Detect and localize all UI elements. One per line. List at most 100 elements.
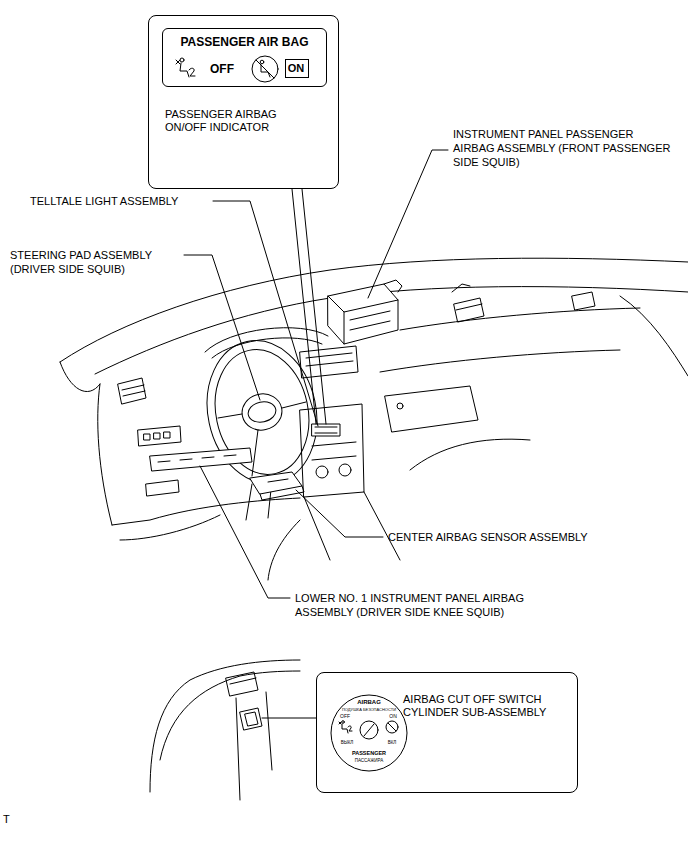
indicator-icon xyxy=(261,65,270,77)
center-stack xyxy=(312,442,356,460)
leader-line xyxy=(213,201,318,426)
node-text: ON xyxy=(384,713,402,719)
center-sensor xyxy=(250,472,304,500)
steering-wheel xyxy=(239,390,286,434)
seat-outline xyxy=(120,515,220,540)
dashboard-outline xyxy=(60,258,688,362)
steering-wheel xyxy=(194,330,330,493)
passenger-airbag-module xyxy=(328,284,398,344)
steering-wheel xyxy=(218,402,306,476)
glove-box xyxy=(385,386,478,432)
node-text: ПАССАЖИРА xyxy=(330,758,408,764)
leader-line xyxy=(296,490,383,537)
node-title: AIRBAG CUT OFF SWITCH CYLINDER SUB-ASSEM… xyxy=(403,693,571,719)
dashboard-detail xyxy=(240,708,262,730)
switch-face-icon xyxy=(342,721,345,724)
center-sensor xyxy=(260,486,304,500)
node-title: PASSENGER AIR BAG xyxy=(163,36,326,49)
switch-face: AIRBAGПОДУШКА БЕЗОПАСНОСТИOFF ON ВЫКЛ ВКЛ PA… xyxy=(330,694,408,772)
air-vent xyxy=(456,304,482,310)
leader-line xyxy=(184,255,260,400)
seat-outline xyxy=(410,439,530,470)
seat-outline xyxy=(268,520,300,580)
node-text: ПОДУШКА БЕЗОПАСНОСТИ xyxy=(330,707,408,712)
switch-face-icon xyxy=(348,726,352,731)
node-text: OFF xyxy=(210,63,242,76)
switch-face-icon xyxy=(388,723,396,731)
air-vent xyxy=(306,353,353,366)
node-text: ВЫКЛ xyxy=(336,740,358,746)
part-name: CENTER AIRBAG SENSOR ASSEMBLY xyxy=(388,530,628,544)
node-text: PASSENGER xyxy=(330,750,408,757)
part-name: LOWER NO. 1 INSTRUMENT PANEL AIRBAG ASSE… xyxy=(295,591,561,619)
indicator-icon xyxy=(180,58,184,62)
switch-face-icon xyxy=(364,724,374,736)
passenger-airbag-module xyxy=(328,280,402,344)
callout-box: PASSENGER AIRBAG ON/OFF INDICATOR PASSENG… xyxy=(148,15,339,189)
switch-outline xyxy=(331,695,407,771)
passenger-airbag-module xyxy=(328,296,398,344)
air-vent xyxy=(118,378,146,404)
indicator-icon xyxy=(180,63,189,77)
node-title: PASSENGER AIRBAG ON/OFF INDICATOR xyxy=(165,108,315,134)
center-stack xyxy=(315,427,337,433)
switch-panel xyxy=(138,426,181,446)
air-vent xyxy=(454,298,484,322)
glove-box xyxy=(385,386,478,432)
center-sensor xyxy=(268,479,288,482)
leader-line xyxy=(292,189,316,424)
leader-line xyxy=(184,150,448,718)
part-name: INSTRUMENT PANEL PASSENGER AIRBAG ASSEMB… xyxy=(453,127,671,169)
callout-box: AIRBAG CUT OFF SWITCH CYLINDER SUB-ASSEM… xyxy=(316,672,578,793)
indicator-icon xyxy=(189,68,195,76)
figure-code: T xyxy=(3,812,23,826)
dashboard-outline xyxy=(380,350,620,372)
switch-panel xyxy=(146,480,179,496)
switch-panel xyxy=(144,432,170,440)
indicator-icon xyxy=(176,60,180,64)
dashboard-outline xyxy=(60,258,688,525)
dashboard-detail xyxy=(150,660,300,792)
dashboard-detail xyxy=(230,678,256,684)
air-vent xyxy=(122,385,145,396)
air-vent xyxy=(118,284,595,404)
air-vent xyxy=(452,284,470,292)
center-stack xyxy=(312,424,340,436)
leader-line xyxy=(200,466,290,598)
center-stack xyxy=(304,492,400,560)
node-text: OFF xyxy=(336,713,354,719)
dashboard-detail xyxy=(150,660,300,800)
switch-face-icon xyxy=(386,721,398,733)
node-title: ON xyxy=(286,62,306,75)
part-name: STEERING PAD ASSEMBLY (DRIVER SIDE SQUIB… xyxy=(10,248,180,276)
center-stack xyxy=(300,404,364,497)
dashboard-detail xyxy=(245,712,258,726)
passenger-airbag-module xyxy=(350,311,390,330)
leader-line xyxy=(302,189,326,424)
dashboard-detail xyxy=(160,671,300,760)
dashboard-outline xyxy=(60,362,100,392)
node-text: ВКЛ xyxy=(381,740,403,746)
indicator-panel: PASSENGER AIR BAG OFF ON xyxy=(162,28,327,87)
center-sensor xyxy=(250,472,302,494)
part-name: TELLTALE LIGHT ASSEMBLY xyxy=(30,194,212,208)
seat-outline xyxy=(120,439,530,580)
node-title: AIRBAG xyxy=(330,699,408,706)
switch-face-icon xyxy=(360,721,378,739)
center-stack xyxy=(339,464,351,476)
leader-line xyxy=(368,150,448,298)
indicator-icon xyxy=(256,60,274,78)
indicator-icon xyxy=(252,56,278,82)
indicator-lamp: ON xyxy=(285,59,309,78)
dashboard-detail xyxy=(226,672,258,696)
dashboard-outline xyxy=(98,384,112,525)
leader-line xyxy=(262,718,316,719)
passenger-airbag-module xyxy=(384,280,402,292)
dashboard-outline xyxy=(212,338,322,358)
switch-face-icon xyxy=(342,724,348,733)
switch-face-icon xyxy=(339,722,341,724)
glove-box xyxy=(397,403,403,409)
indicator-icon xyxy=(260,60,264,64)
